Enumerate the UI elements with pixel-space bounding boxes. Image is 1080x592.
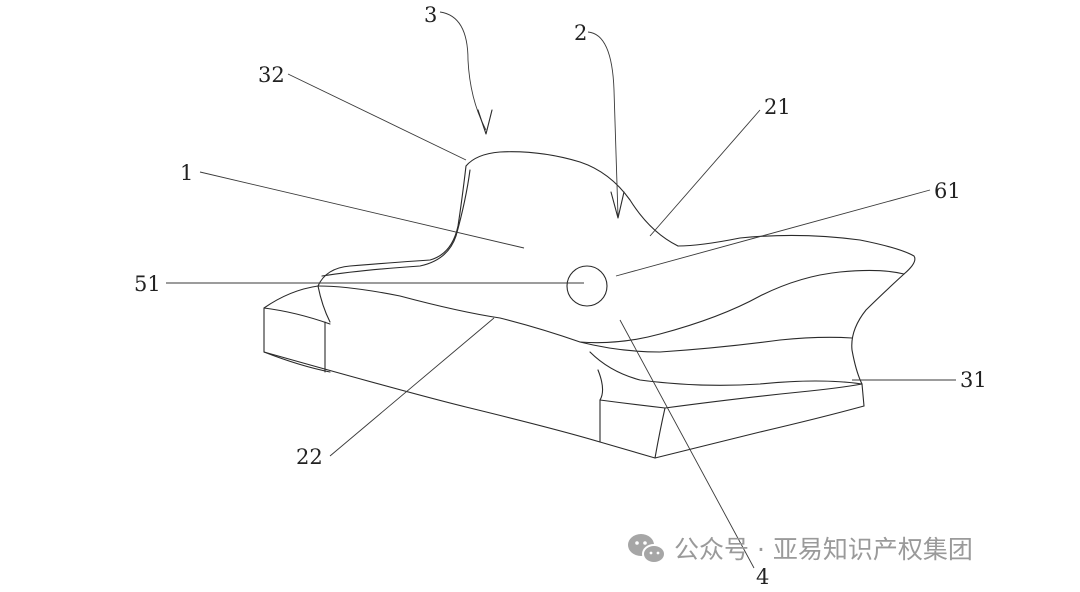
base-left-bevel — [263, 307, 331, 325]
arrow-3 — [477, 109, 493, 135]
label-2: 2 — [574, 21, 587, 45]
pillow-side-wave-3 — [597, 369, 604, 401]
label-3: 3 — [424, 3, 437, 27]
label-22: 22 — [296, 445, 323, 469]
neck-roll-top — [317, 151, 679, 287]
base-right-top — [599, 399, 666, 409]
pillow-right-side — [851, 273, 905, 385]
label-61: 61 — [934, 179, 961, 203]
leader-32 — [287, 73, 467, 161]
reference-labels: 3 2 32 21 1 61 51 31 22 4 — [134, 3, 987, 589]
neck-roll-back — [321, 169, 471, 277]
leader-lines — [166, 11, 956, 569]
base-front-bottom — [263, 351, 656, 459]
label-1: 1 — [180, 161, 193, 185]
base-right-corner — [654, 407, 666, 459]
pillow-side-wave-1 — [579, 336, 853, 353]
arrow-2 — [610, 191, 625, 219]
watermark-text: 公众号 · 亚易知识产权集团 — [674, 535, 973, 564]
pillow-body — [263, 151, 916, 459]
label-4: 4 — [756, 565, 769, 589]
leader-3 — [439, 11, 487, 131]
leader-2 — [587, 31, 619, 217]
base-right-upper — [664, 383, 863, 409]
watermark: 公众号 · 亚易知识产权集团 — [628, 534, 973, 564]
base-right-end — [861, 383, 865, 407]
label-31: 31 — [960, 368, 987, 392]
pillow-front-edge — [317, 269, 905, 344]
wechat-icon — [628, 534, 666, 564]
base-right-bottom — [654, 405, 865, 459]
pillow-right-lobe — [677, 234, 916, 275]
pillow-side-wave-2 — [589, 351, 863, 386]
leader-1 — [199, 171, 525, 249]
leader-22 — [329, 317, 495, 457]
base-left-top — [263, 285, 331, 323]
center-hole — [566, 265, 608, 307]
label-32: 32 — [258, 63, 285, 87]
leader-61 — [615, 189, 931, 277]
label-21: 21 — [764, 95, 791, 119]
label-51: 51 — [134, 272, 161, 296]
base-left-face — [263, 307, 331, 373]
leader-4 — [619, 319, 755, 569]
leader-21 — [649, 109, 761, 237]
